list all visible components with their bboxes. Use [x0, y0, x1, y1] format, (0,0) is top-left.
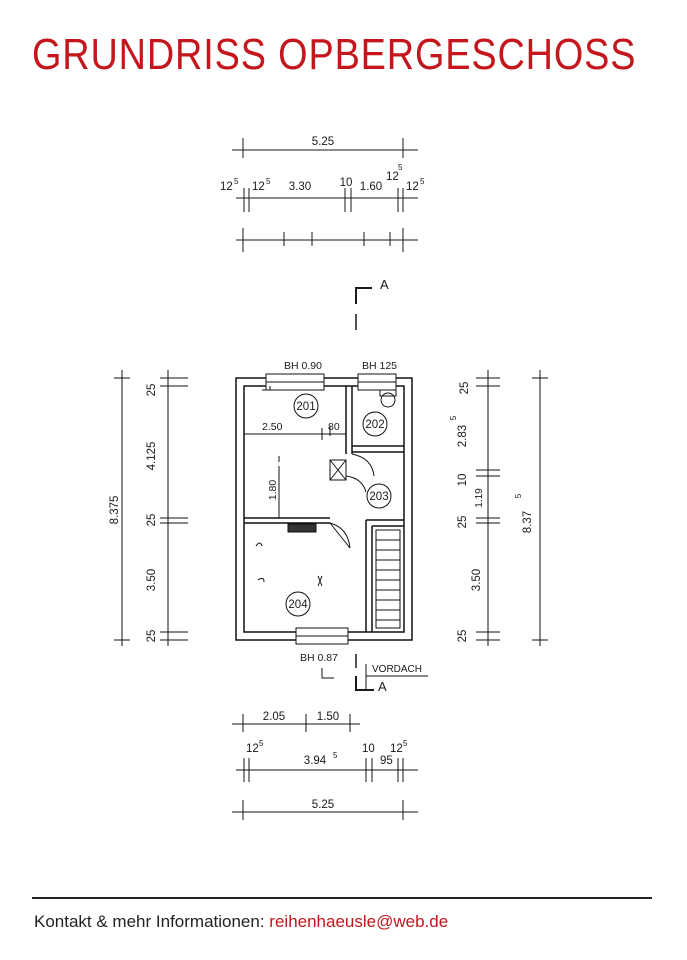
room-markers [285, 393, 392, 617]
bottom-dimension-chain [232, 714, 418, 820]
bottom-b-label: 1.50 [317, 711, 339, 723]
interior-width-label: 2.50 [262, 421, 283, 433]
top-left-inner-label: 12 [252, 181, 265, 193]
top-right-inner-sup: 5 [398, 163, 403, 172]
canopy [321, 664, 428, 690]
canopy-label: VORDACH [372, 664, 422, 675]
bottom-right-edge-sup: 5 [403, 739, 408, 748]
window-label-bottom: BH 0.87 [300, 652, 338, 664]
footer-label: Kontakt & mehr Informationen: [34, 912, 265, 931]
left-upper-label: 4.125 [146, 442, 158, 471]
top-left-edge-label: 12 [220, 181, 233, 193]
right-middle-label: 25 [457, 516, 469, 529]
room-202-label: 202 [365, 419, 384, 431]
left-top-label: 25 [146, 384, 158, 397]
top-right-inner-label: 12 [386, 171, 399, 183]
left-dimension-chain [114, 370, 188, 646]
top-right-edge-label: 12 [406, 181, 419, 193]
interior-dimension-lines [244, 428, 346, 518]
door-swings [329, 453, 375, 549]
interior-height-label: 1.80 [267, 480, 279, 501]
bottom-left-edge-label: 12 [246, 743, 259, 755]
window-label-top-right: BH 125 [362, 360, 397, 372]
bottom-a-label: 2.05 [263, 711, 285, 723]
room-201-label: 201 [296, 401, 315, 413]
left-bottom-label: 25 [146, 630, 158, 643]
right-stair-label: 1.19 [474, 488, 485, 508]
footer-divider [32, 897, 652, 899]
top-dimension-chain [232, 138, 418, 252]
top-total-label: 5.25 [312, 136, 334, 148]
left-dimension-text: 8.375 25 4.125 25 3.50 25 [109, 384, 158, 643]
left-lower-label: 3.50 [146, 569, 158, 591]
section-marker-bottom-label: A [378, 679, 387, 694]
right-dimension-chain [476, 370, 548, 646]
section-marker-top [355, 287, 372, 330]
right-upper-label: 2.83 [457, 425, 469, 447]
right-dimension-text: 25 2.83 5 10 1.19 25 3.50 25 8.37 5 [449, 382, 534, 643]
left-middle-label: 25 [146, 514, 158, 527]
left-total-label: 8.375 [109, 496, 121, 525]
interior-walls [244, 386, 404, 632]
staircase [375, 529, 401, 629]
section-marker-top-label: A [380, 277, 389, 292]
top-right-main-label: 1.60 [360, 181, 382, 193]
interior-door-label: 80 [328, 421, 340, 433]
footer-email-link[interactable]: reihenhaeusle@web.de [269, 912, 449, 931]
page-title: GRUNDRISS OPBERGESCHOSS [32, 30, 637, 79]
room-numbers: 201 202 203 204 [288, 401, 388, 611]
window-openings [265, 373, 397, 645]
bottom-total-label: 5.25 [312, 799, 334, 811]
bottom-left-edge-sup: 5 [259, 739, 264, 748]
bottom-right-edge-label: 12 [390, 743, 403, 755]
room-203-label: 203 [369, 491, 388, 503]
window-label-top-left: BH 0.90 [284, 360, 322, 372]
right-total-sup: 5 [514, 493, 523, 498]
right-total-label: 8.37 [522, 511, 534, 533]
footer: Kontakt & mehr Informationen: reihenhaeu… [34, 912, 448, 932]
right-top-label: 25 [459, 382, 471, 395]
exterior-walls [235, 377, 413, 641]
right-mid-label: 10 [457, 474, 469, 487]
top-main-label: 3.30 [289, 181, 311, 193]
right-bottom-label: 25 [457, 630, 469, 643]
right-lower-label: 3.50 [471, 569, 483, 591]
bottom-main-label: 3.94 [304, 755, 327, 767]
top-mid-label: 10 [340, 177, 353, 189]
top-right-edge-sup: 5 [420, 177, 425, 186]
top-left-inner-sup: 5 [266, 177, 271, 186]
bottom-main-sup: 5 [333, 751, 338, 760]
bottom-mid-label: 10 [362, 743, 375, 755]
top-left-edge-sup: 5 [234, 177, 239, 186]
fixtures [255, 386, 397, 587]
bottom-dimension-text: 2.05 1.50 12 5 3.94 5 10 95 12 5 5.25 [246, 711, 408, 811]
right-upper-sup: 5 [449, 415, 458, 420]
room-204-label: 204 [288, 599, 308, 611]
bottom-right-main-label: 95 [380, 755, 393, 767]
section-marker-bottom [355, 654, 374, 691]
top-dimension-text: 5.25 12 5 12 5 3.30 10 1.60 12 5 12 5 [220, 136, 425, 193]
